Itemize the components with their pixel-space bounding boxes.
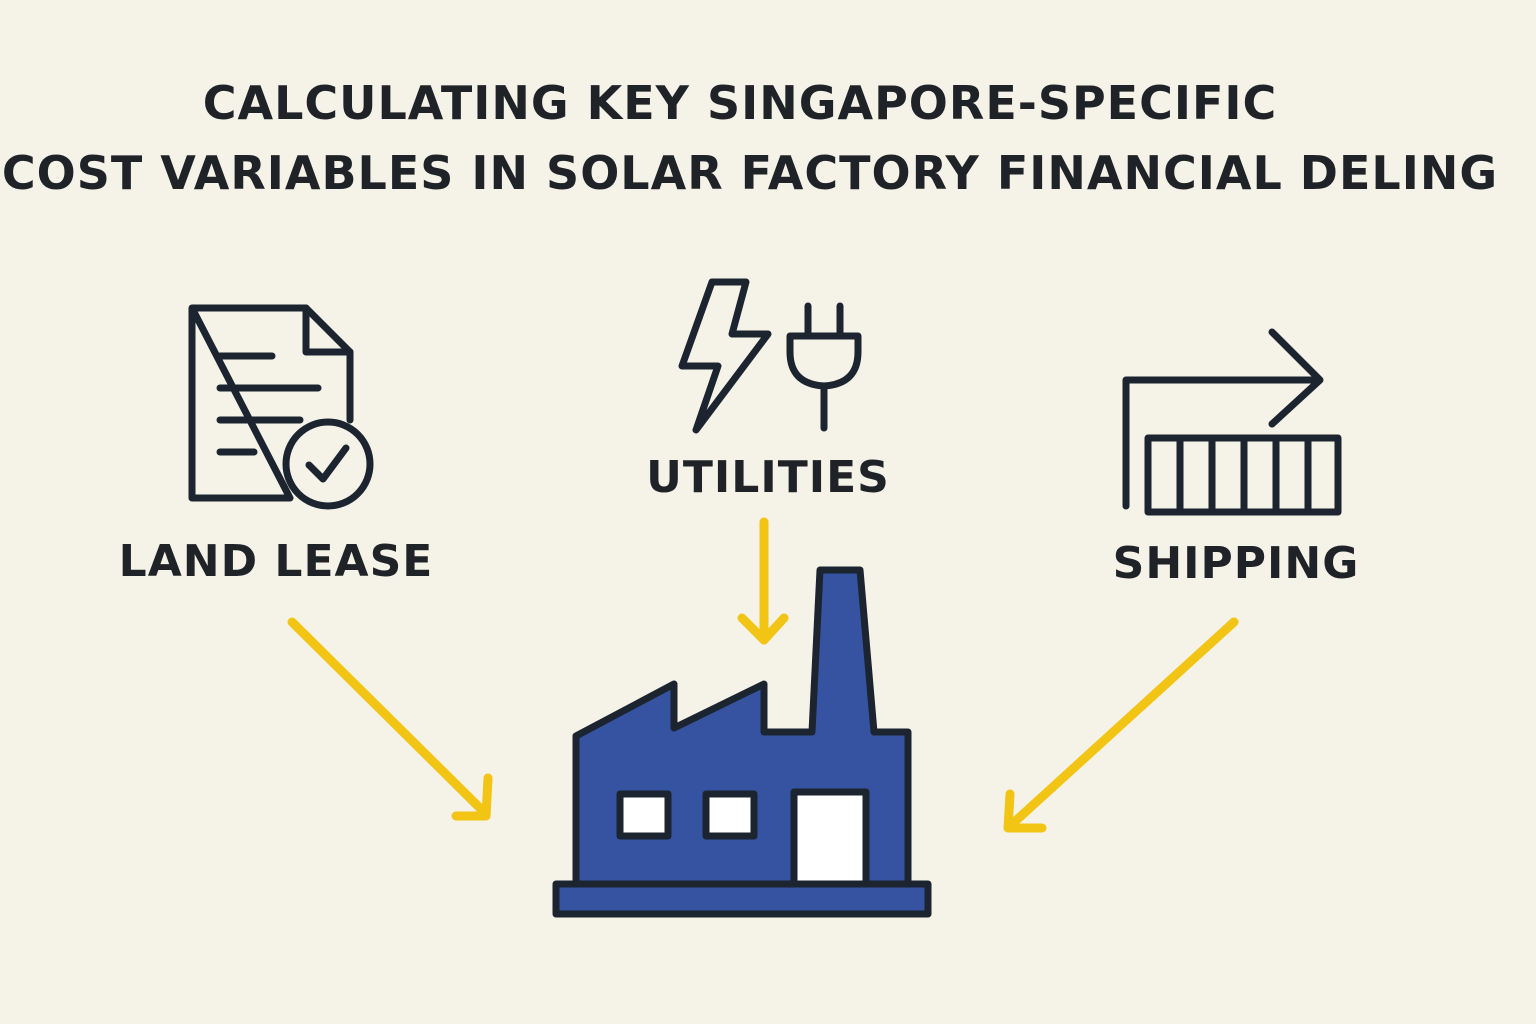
document-fold bbox=[302, 304, 354, 356]
arrow-utilities-to-factory bbox=[737, 517, 789, 645]
title-line-1: CALCULATING KEY SINGAPORE-SPECIFIC bbox=[202, 76, 1278, 130]
utilities-label: UTILITIES bbox=[646, 452, 890, 503]
lightning-plug-icon bbox=[678, 278, 862, 434]
shipping-arrow bbox=[1122, 328, 1324, 510]
title-line-2: COST VARIABLES IN SOLAR FACTORY FINANCIA… bbox=[1, 146, 1499, 200]
document-check-icon bbox=[188, 304, 374, 510]
shipping-container-arrow-icon bbox=[1122, 328, 1342, 516]
factory-window-2 bbox=[702, 790, 758, 840]
arrow-land-lease-to-factory bbox=[287, 617, 493, 821]
factory-door bbox=[790, 788, 870, 890]
document-outline bbox=[188, 304, 354, 502]
arrows bbox=[287, 517, 1239, 833]
factory-window-1 bbox=[616, 790, 672, 840]
check-circle bbox=[282, 418, 374, 510]
container-ribs bbox=[1176, 434, 1312, 516]
factory-icon bbox=[552, 566, 932, 918]
check-mark bbox=[305, 444, 350, 483]
arrow-shipping-to-factory bbox=[1003, 617, 1239, 833]
factory-base bbox=[552, 880, 932, 918]
shipping-label: SHIPPING bbox=[1112, 538, 1360, 589]
lightning-bolt-icon bbox=[678, 278, 772, 434]
land-lease-label: LAND LEASE bbox=[118, 536, 434, 587]
plug-icon bbox=[786, 302, 862, 432]
